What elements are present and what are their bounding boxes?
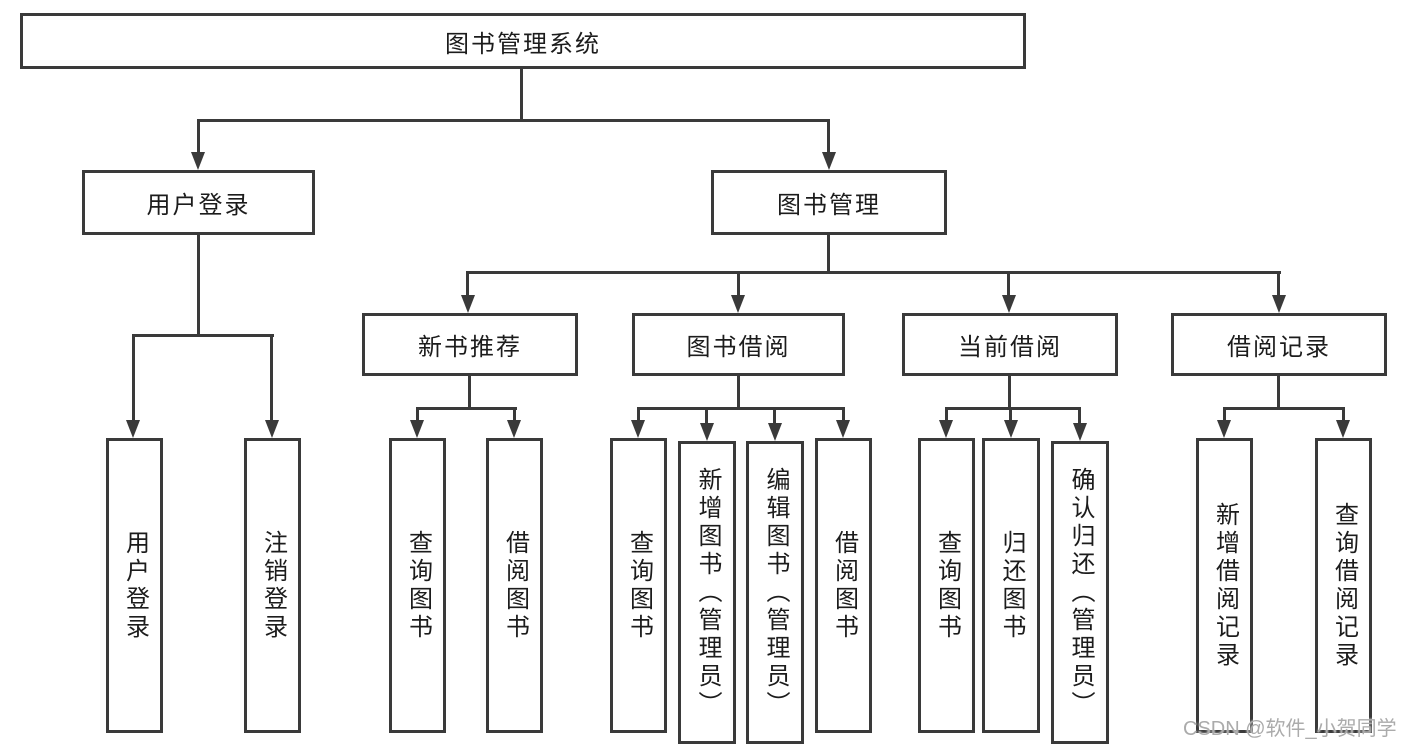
arrow-down-icon bbox=[191, 152, 205, 170]
connector-line bbox=[1007, 271, 1010, 298]
connector-line bbox=[637, 407, 845, 410]
arrow-down-icon bbox=[836, 420, 850, 438]
connector-line bbox=[197, 119, 830, 122]
leaf-borrow-books-1: 借阅图书 bbox=[486, 438, 543, 733]
connector-line bbox=[827, 119, 830, 154]
leaf-query-borrow-record: 查询借阅记录 bbox=[1315, 438, 1372, 733]
leaf-return-books-label: 归还图书 bbox=[998, 529, 1025, 642]
connector-line bbox=[513, 407, 516, 423]
leaf-query-books-1: 查询图书 bbox=[389, 438, 446, 733]
connector-line bbox=[1078, 407, 1081, 423]
node-new-book-recommend: 新书推荐 bbox=[362, 313, 578, 376]
connector-line bbox=[270, 334, 273, 422]
connector-line bbox=[468, 376, 471, 410]
leaf-user-login-label: 用户登录 bbox=[121, 529, 149, 642]
connector-line bbox=[416, 407, 419, 423]
node-book-borrow: 图书借阅 bbox=[632, 313, 845, 376]
leaf-edit-book-admin: 编辑图书（管理员） bbox=[746, 441, 804, 744]
leaf-add-book-admin-label: 新增图书（管理员） bbox=[694, 466, 721, 719]
arrow-down-icon bbox=[1004, 420, 1018, 438]
arrow-down-icon bbox=[461, 295, 475, 313]
leaf-logout: 注销登录 bbox=[244, 438, 301, 733]
connector-line bbox=[1342, 407, 1345, 423]
arrow-down-icon bbox=[507, 420, 521, 438]
leaf-borrow-books-1-label: 借阅图书 bbox=[501, 529, 529, 642]
leaf-borrow-books-2-label: 借阅图书 bbox=[830, 529, 858, 642]
connector-line bbox=[520, 69, 523, 122]
connector-line bbox=[705, 407, 708, 423]
leaf-logout-label: 注销登录 bbox=[259, 529, 287, 642]
arrow-down-icon bbox=[126, 420, 140, 438]
arrow-down-icon bbox=[822, 152, 836, 170]
connector-line bbox=[416, 407, 517, 410]
leaf-query-books-2: 查询图书 bbox=[610, 438, 667, 733]
watermark: CSDN @软件_小贺同学 bbox=[1183, 718, 1397, 740]
leaf-query-books-1-label: 查询图书 bbox=[404, 529, 432, 642]
arrow-down-icon bbox=[731, 295, 745, 313]
leaf-query-books-3-label: 查询图书 bbox=[933, 529, 961, 642]
connector-line bbox=[737, 376, 740, 410]
node-root-label: 图书管理系统 bbox=[445, 30, 601, 58]
connector-line bbox=[773, 407, 776, 423]
leaf-add-borrow-record-label: 新增借阅记录 bbox=[1211, 501, 1239, 670]
node-current-borrow: 当前借阅 bbox=[902, 313, 1118, 376]
arrow-down-icon bbox=[1217, 420, 1231, 438]
connector-line bbox=[1277, 271, 1280, 298]
leaf-return-books: 归还图书 bbox=[982, 438, 1040, 733]
leaf-borrow-books-2: 借阅图书 bbox=[815, 438, 872, 733]
node-user-login: 用户登录 bbox=[82, 170, 315, 235]
connector-line bbox=[842, 407, 845, 423]
arrow-down-icon bbox=[768, 423, 782, 441]
leaf-confirm-return-admin-label: 确认归还（管理员） bbox=[1067, 466, 1094, 719]
connector-line bbox=[945, 407, 1081, 410]
arrow-down-icon bbox=[1272, 295, 1286, 313]
connector-line bbox=[466, 271, 1281, 274]
arrow-down-icon bbox=[410, 420, 424, 438]
arrow-down-icon bbox=[1073, 423, 1087, 441]
node-borrow-records-label: 借阅记录 bbox=[1227, 334, 1331, 361]
node-root: 图书管理系统 bbox=[20, 13, 1026, 69]
leaf-query-books-2-label: 查询图书 bbox=[625, 529, 653, 642]
leaf-edit-book-admin-label: 编辑图书（管理员） bbox=[762, 466, 789, 719]
leaf-query-borrow-record-label: 查询借阅记录 bbox=[1330, 501, 1358, 670]
arrow-down-icon bbox=[631, 420, 645, 438]
connector-line bbox=[466, 271, 469, 298]
arrow-down-icon bbox=[700, 423, 714, 441]
leaf-query-books-3: 查询图书 bbox=[918, 438, 975, 733]
connector-line bbox=[1223, 407, 1345, 410]
connector-line bbox=[1008, 376, 1011, 410]
leaf-confirm-return-admin: 确认归还（管理员） bbox=[1051, 441, 1109, 744]
connector-line bbox=[1009, 407, 1012, 423]
connector-line bbox=[197, 235, 200, 337]
leaf-user-login: 用户登录 bbox=[106, 438, 163, 733]
connector-line bbox=[637, 407, 640, 423]
connector-line bbox=[1223, 407, 1226, 423]
connector-line bbox=[197, 119, 200, 154]
node-book-management: 图书管理 bbox=[711, 170, 947, 235]
leaf-add-book-admin: 新增图书（管理员） bbox=[678, 441, 736, 744]
connector-line bbox=[132, 334, 274, 337]
leaf-add-borrow-record: 新增借阅记录 bbox=[1196, 438, 1253, 733]
node-user-login-label: 用户登录 bbox=[146, 192, 251, 219]
node-book-management-label: 图书管理 bbox=[777, 192, 881, 219]
node-book-borrow-label: 图书借阅 bbox=[686, 334, 791, 361]
arrow-down-icon bbox=[939, 420, 953, 438]
arrow-down-icon bbox=[265, 420, 279, 438]
arrow-down-icon bbox=[1002, 295, 1016, 313]
node-borrow-records: 借阅记录 bbox=[1171, 313, 1387, 376]
connector-line bbox=[737, 271, 740, 298]
connector-line bbox=[827, 235, 830, 274]
node-new-book-recommend-label: 新书推荐 bbox=[418, 334, 522, 361]
node-current-borrow-label: 当前借阅 bbox=[958, 334, 1062, 361]
connector-line bbox=[945, 407, 948, 423]
arrow-down-icon bbox=[1336, 420, 1350, 438]
connector-line bbox=[132, 334, 135, 422]
connector-line bbox=[1277, 376, 1280, 410]
